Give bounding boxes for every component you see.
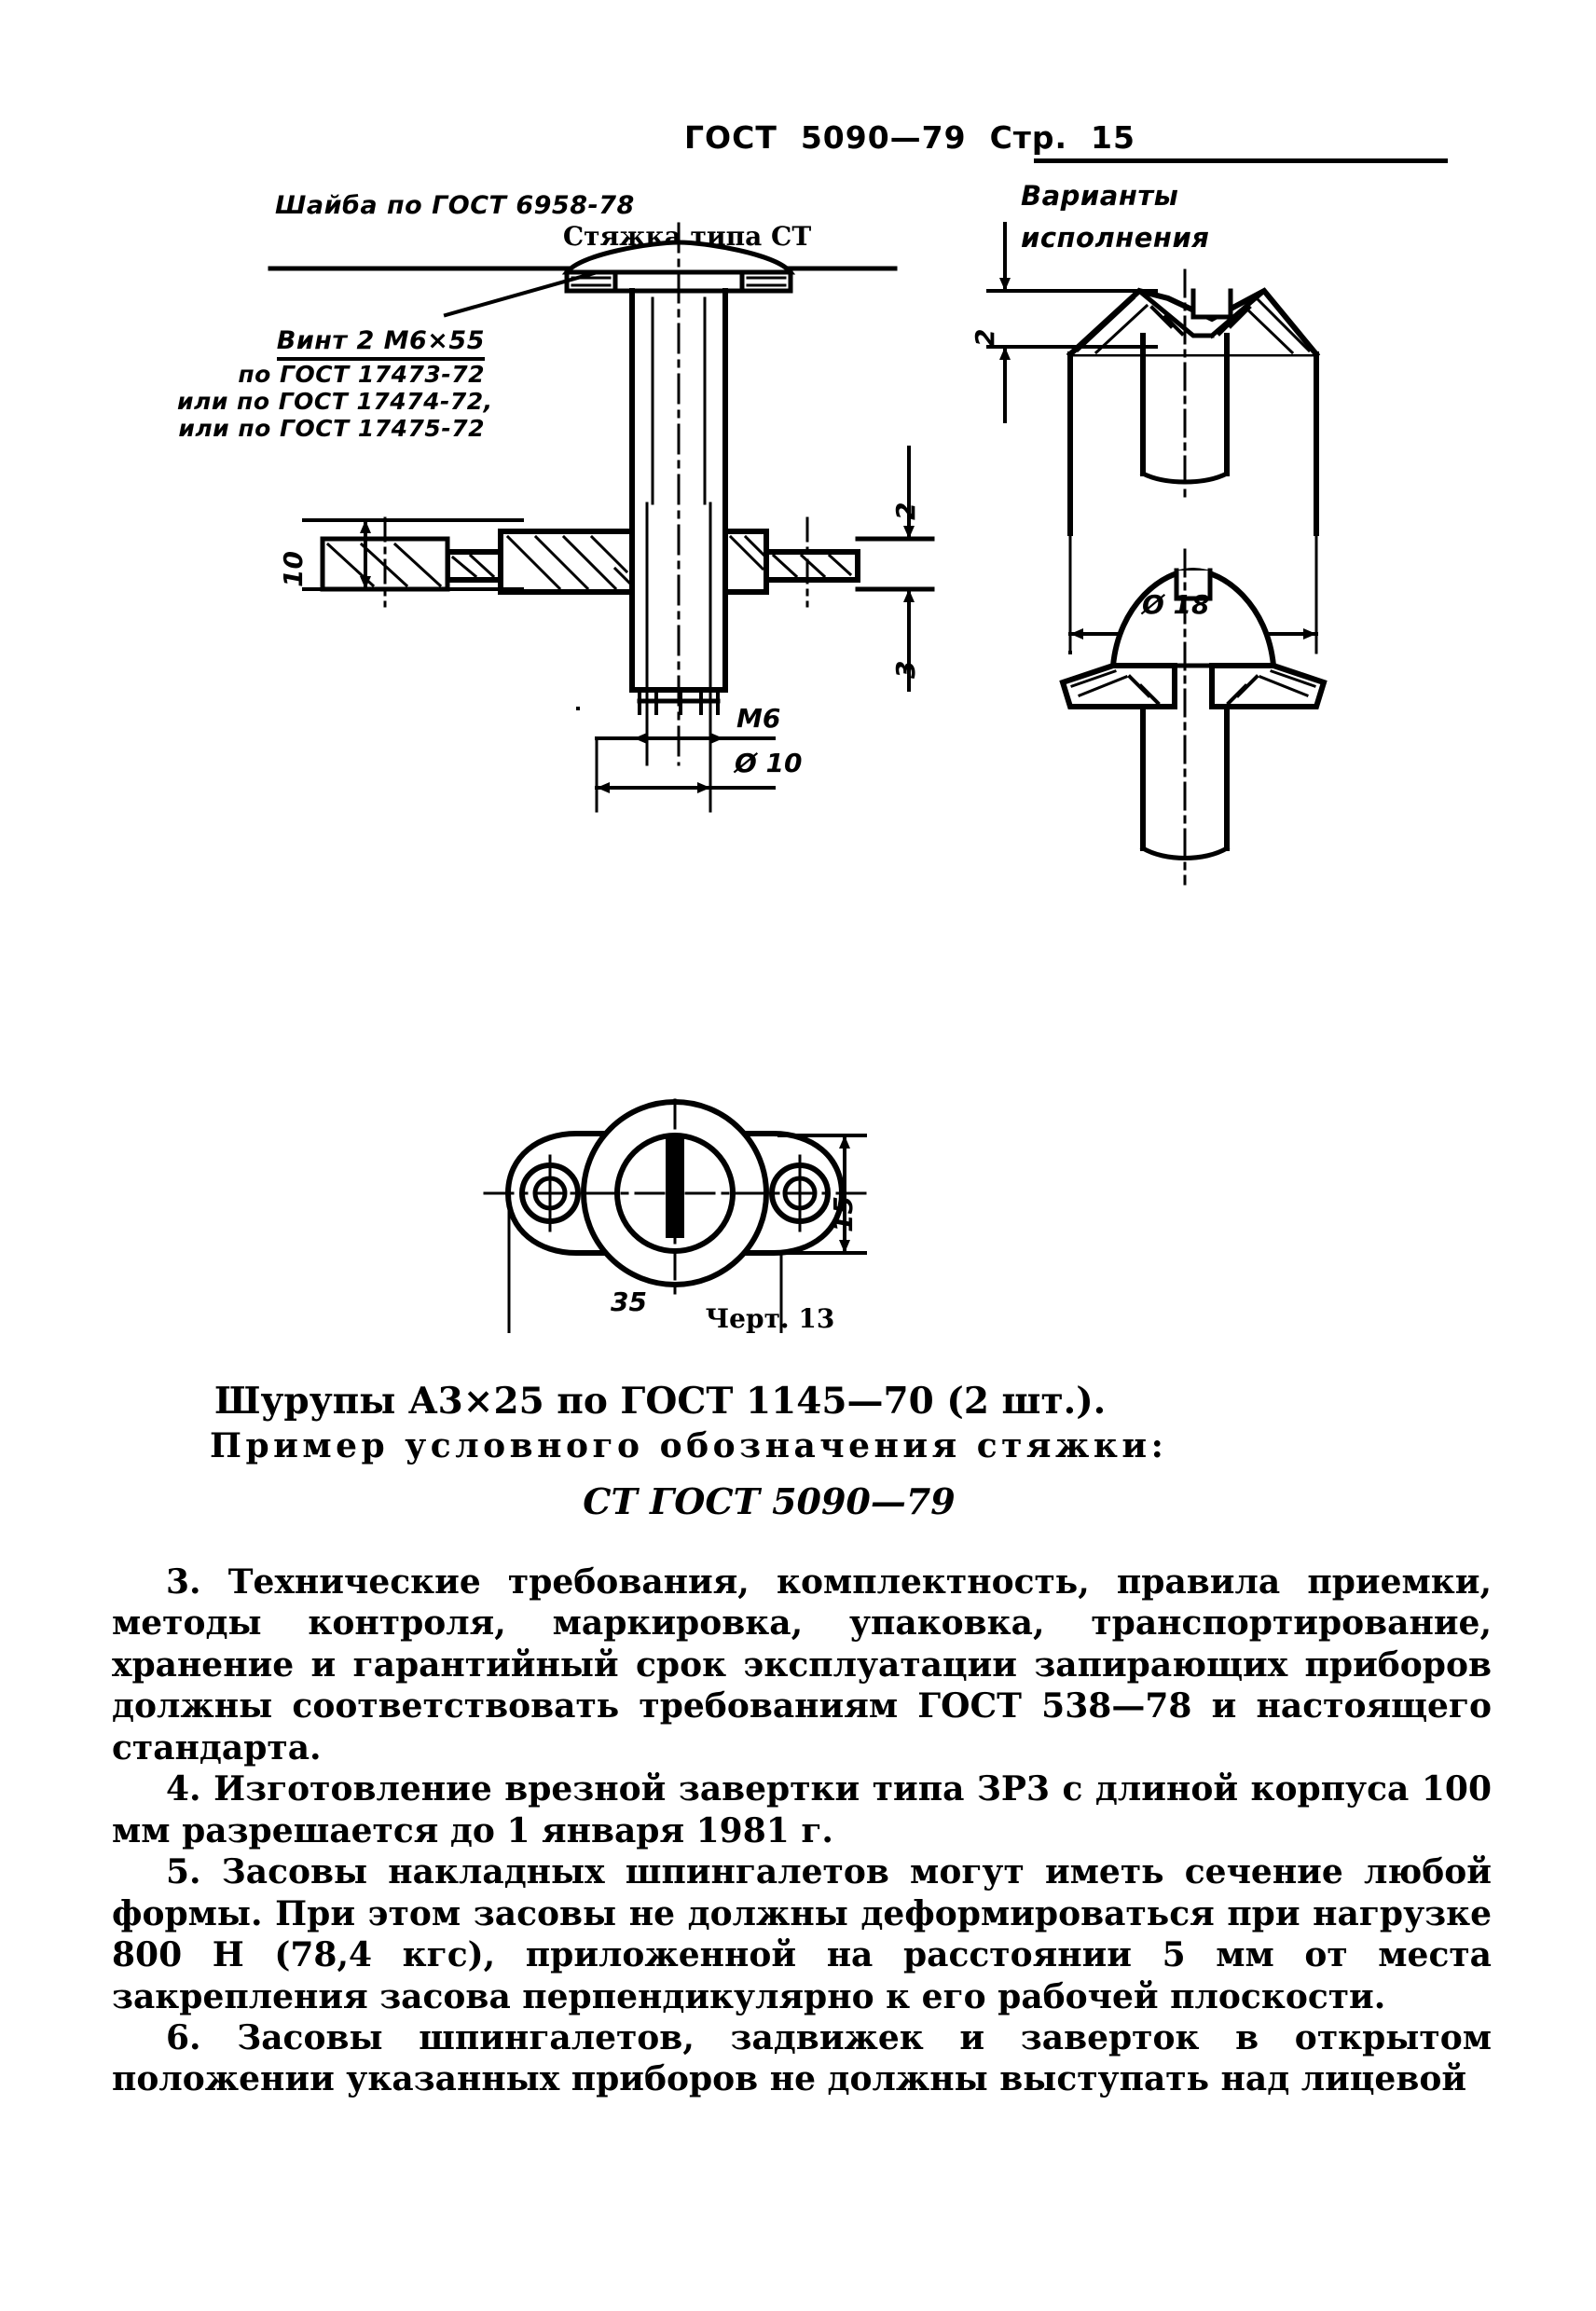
dim-text-m6: М6	[736, 703, 781, 734]
dim-text-10: 10	[278, 551, 309, 587]
dim-text-dia18: Ø 18	[1142, 589, 1210, 620]
screws-spec-line: Шурупы А3×25 по ГОСТ 1145—70 (2 шт.).	[214, 1380, 1107, 1423]
right-plate-section	[722, 529, 860, 595]
paragraph-4-number: 4.	[166, 1769, 201, 1809]
variants-label-line1: Варианты	[1021, 180, 1179, 212]
dim-text-3-main: 3	[890, 660, 921, 679]
dim-10	[302, 518, 524, 591]
paragraph-6-text: Засовы шпингалетов, задвижек и заверток …	[112, 2017, 1492, 2099]
header-standard-and-page: ГОСТ 5090—79 Стр. 15	[684, 119, 1135, 156]
paragraph-5-text: Засовы накладных шпингалетов могут иметь…	[112, 1852, 1492, 2016]
dim-text-35: 35	[611, 1286, 647, 1317]
screw-shank	[629, 288, 728, 505]
variants-label-line2: исполнения	[1021, 222, 1210, 254]
header-rule	[1034, 158, 1448, 163]
screw-label-line4: или по ГОСТ 17475-72	[178, 415, 485, 442]
dim-text-2-main: 2	[890, 502, 921, 520]
plan-view	[483, 707, 869, 1298]
paragraph-5: 5. Засовы накладных шпингалетов могут им…	[112, 1851, 1492, 2017]
screw-label-block: Винт 2 М6×55 по ГОСТ 17473-72 или по ГОС…	[177, 326, 493, 442]
dim-dia10	[595, 736, 776, 813]
paragraph-4: 4. Изготовление врезной завертки типа ЗР…	[112, 1768, 1492, 1851]
paragraph-3-number: 3.	[166, 1562, 201, 1602]
designation-code: СТ ГОСТ 5090—79	[583, 1480, 956, 1522]
screw-label-line1: Винт 2 М6×55	[276, 326, 485, 361]
dim-variant-2	[986, 222, 1158, 423]
left-plate-section	[445, 529, 635, 595]
dim-15	[777, 1134, 867, 1255]
screw-label-line2: по ГОСТ 17473-72	[238, 361, 485, 388]
paragraph-6-number: 6.	[166, 2017, 201, 2057]
dim-35	[507, 1191, 783, 1333]
body-text: Шурупы А3×25 по ГОСТ 1145—70 (2 шт.). Пр…	[112, 1380, 1492, 2100]
dim-text-dia10: Ø 10	[735, 748, 803, 778]
variant-view-1	[1066, 268, 1321, 536]
paragraph-6: 6. Засовы шпингалетов, задвижек и заверт…	[112, 2017, 1492, 2100]
figure-caption: Черт. 13	[705, 1303, 835, 1334]
drawing-canvas	[268, 222, 1328, 1333]
screw-label-line3: или по ГОСТ 17474-72,	[177, 388, 493, 415]
page-header: ГОСТ 5090—79 Стр. 15	[0, 119, 1596, 156]
variant-view-2	[1059, 548, 1328, 886]
plate-center-marks	[383, 516, 809, 608]
washer-label: Шайба по ГОСТ 6958-78	[275, 191, 635, 220]
dim-text-15: 15	[828, 1196, 859, 1232]
paragraph-3: 3. Технические требования, комплектность…	[112, 1561, 1492, 1768]
paragraph-3-text: Технические требования, комплектность, п…	[112, 1562, 1492, 1768]
paragraph-4-text: Изготовление врезной завертки типа ЗР3 с…	[112, 1769, 1492, 1850]
designation-example-label: Пример условного обозначения стяжки:	[210, 1426, 1168, 1465]
paragraph-5-number: 5.	[166, 1852, 201, 1892]
dim-text-variant-2: 2	[970, 328, 1000, 347]
technical-drawing: Шайба по ГОСТ 6958-78 Винт 2 М6×55 по ГО…	[0, 168, 1596, 1333]
dim-2-3-right	[856, 446, 934, 692]
